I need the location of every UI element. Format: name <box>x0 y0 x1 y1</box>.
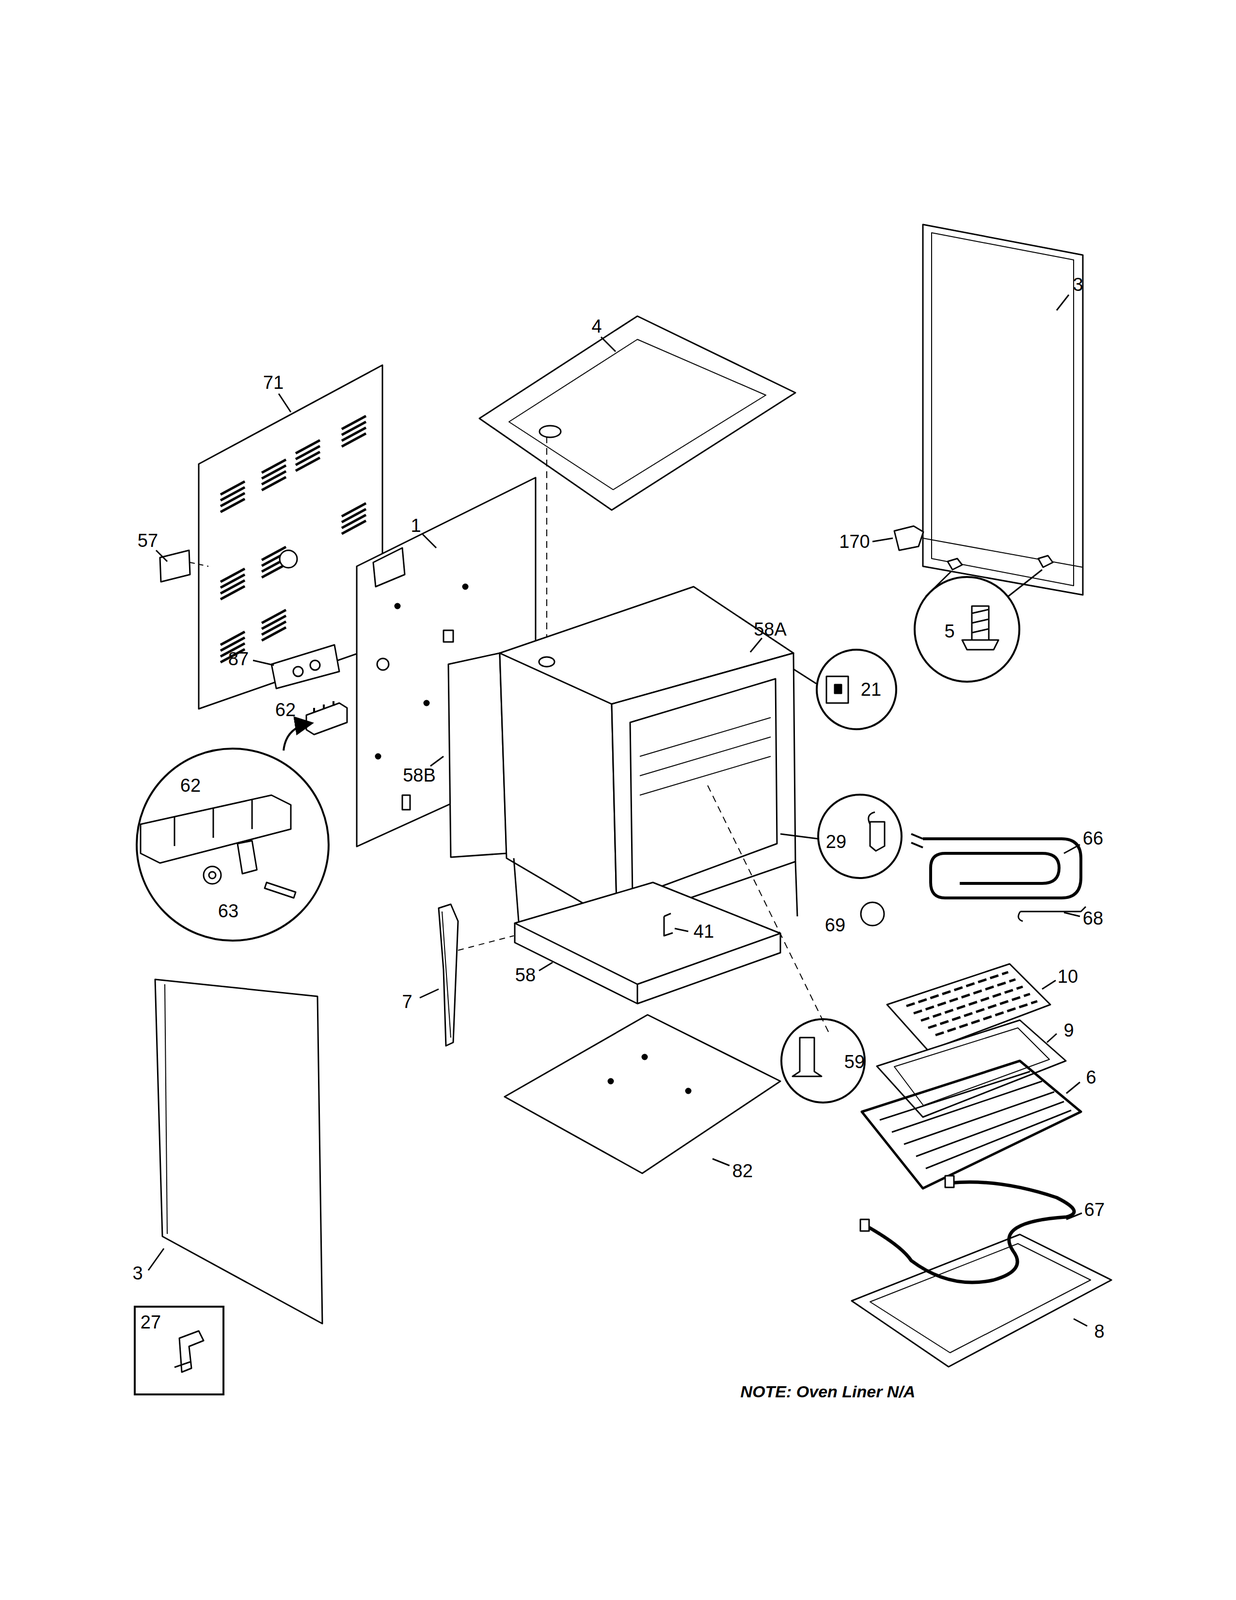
detail-circle: 21 <box>815 648 898 730</box>
callout-number: 41 <box>692 921 716 941</box>
callout-number: 63 <box>216 901 240 921</box>
callout-number: 58 <box>513 965 538 985</box>
callout-number: 58B <box>401 765 438 785</box>
callout-number: 59 <box>842 1051 867 1072</box>
callout-number: 9 <box>1061 1020 1076 1040</box>
callout-number: 4 <box>589 316 603 336</box>
note-text: NOTE: Oven Liner N/A <box>739 1382 918 1400</box>
callout-number: 82 <box>730 1160 755 1181</box>
callout-number: 3 <box>1071 274 1085 295</box>
callout-number: 71 <box>261 372 286 393</box>
callout-number: 6 <box>1084 1067 1098 1087</box>
detail-circle: 62 63 <box>135 747 330 942</box>
callout-number: 57 <box>136 530 160 551</box>
callout-number: 58A <box>752 619 789 639</box>
detail-circle: 29 <box>817 793 903 879</box>
callout-number: 69 <box>823 915 847 935</box>
detail-circle: 59 <box>780 1017 866 1104</box>
callout-number: 10 <box>1056 966 1080 986</box>
callout-number: 68 <box>1081 908 1105 928</box>
callout-number: 27 <box>139 1312 163 1332</box>
callout-number: 21 <box>859 679 883 699</box>
callout-number: 3 <box>130 1263 144 1283</box>
callout-number: 8 <box>1092 1321 1106 1341</box>
callout-number: 66 <box>1081 828 1105 848</box>
callout-number: 29 <box>824 831 848 852</box>
callout-number: 170 <box>837 531 872 552</box>
callout-number: 62 <box>273 699 298 720</box>
callout-number: 87 <box>226 649 251 669</box>
callout-number: 7 <box>400 991 414 1012</box>
callout-number: 1 <box>409 515 423 536</box>
detail-circle: 5 <box>913 575 1021 683</box>
callout-number: 67 <box>1082 1199 1107 1220</box>
callout-number: 5 <box>942 621 956 641</box>
detail-box: 27 <box>133 1305 225 1395</box>
callout-number: 62 <box>178 775 203 795</box>
